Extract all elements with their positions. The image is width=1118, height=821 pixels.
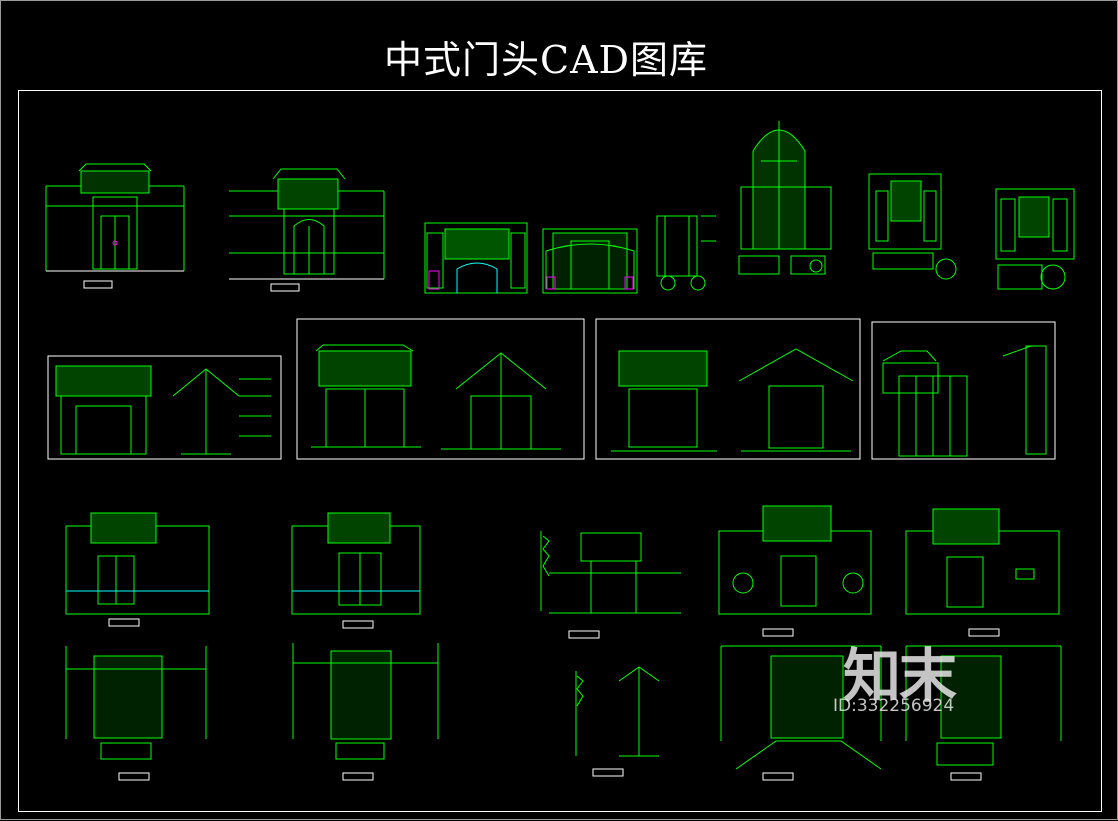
plan-view-4	[905, 645, 1062, 781]
gate-detail-3	[424, 222, 528, 294]
gothic-door-elevation	[738, 121, 832, 275]
panel-gate-section-a	[296, 318, 585, 460]
plan-view-3	[720, 645, 882, 781]
watermark-id: ID:332256924	[833, 696, 955, 716]
page-title: 中式门头CAD图库	[384, 38, 708, 82]
gate-detail-8	[995, 188, 1075, 290]
gate-elevation-1	[45, 163, 185, 289]
plan-view-1	[65, 646, 207, 781]
panel-doors	[871, 321, 1056, 460]
gate-elevation-2	[229, 168, 385, 292]
watermark-logo: 知末	[843, 642, 957, 710]
gate-detail-4	[542, 228, 638, 294]
courtyard-elevation-4	[905, 508, 1060, 637]
gate-detail-7	[868, 173, 957, 280]
panel-paifang	[47, 355, 282, 460]
plan-view-2	[292, 643, 439, 781]
gate-with-dimensions	[540, 531, 681, 639]
courtyard-elevation-2	[291, 512, 421, 629]
courtyard-elevation-1	[65, 512, 210, 627]
panel-gate-section-b	[595, 318, 861, 460]
drawing-frame	[18, 90, 1102, 812]
lamp-post-detail	[575, 666, 660, 777]
gate-detail-5	[656, 215, 716, 291]
courtyard-elevation-3	[718, 505, 872, 637]
